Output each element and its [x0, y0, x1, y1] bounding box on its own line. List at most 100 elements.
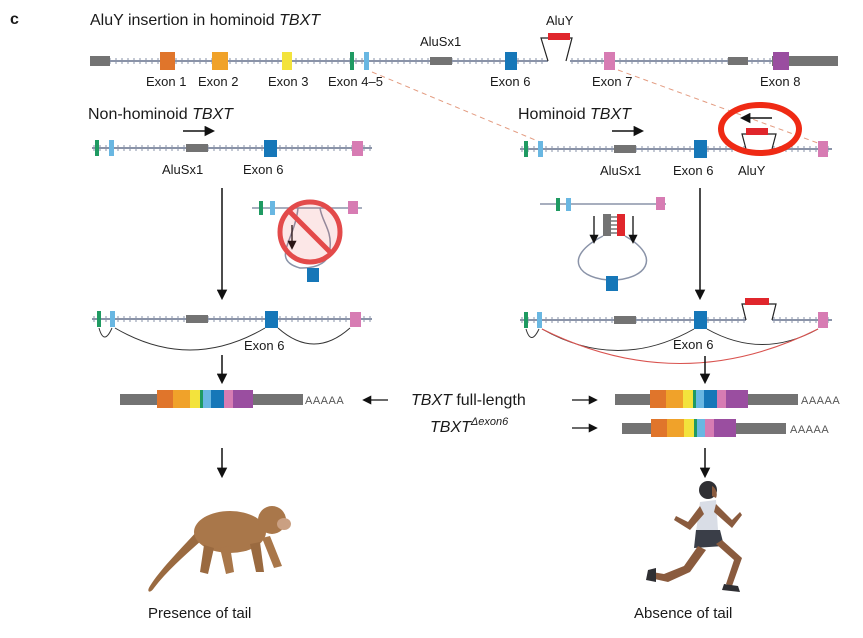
right-delta-exon5: [697, 419, 705, 437]
right-spliced-exon-5: [537, 312, 542, 328]
left-title-prefix: Non-hominoid: [88, 106, 192, 123]
aluy-highlight-circle: [718, 102, 802, 156]
runner-silhouette-icon: [646, 481, 742, 592]
right-hairpin-exon-4: [556, 198, 560, 211]
left-exon-6: [264, 140, 277, 157]
left-mrna-5utr: [120, 394, 160, 405]
runner-front-arm: [714, 504, 742, 528]
right-delta-exon2: [667, 419, 684, 437]
left-gene-model: [92, 140, 372, 157]
monkey-front-leg-2: [262, 536, 282, 568]
monkey-silhouette-icon: [148, 506, 291, 592]
right-hairpin-alusx1: [603, 214, 611, 236]
top-exon-3: [282, 52, 292, 70]
left-spliced-model: [92, 311, 372, 351]
left-splice-junction-45: [98, 327, 113, 338]
right-spliced-model: [520, 298, 832, 365]
left-exon-7: [352, 141, 363, 156]
top-exon-7: [604, 52, 615, 70]
right-splice-junction-45: [525, 328, 540, 338]
right-full-5utr: [615, 394, 651, 405]
left-mrna-exon5: [203, 390, 211, 408]
left-spliced-exon-7: [350, 312, 361, 327]
right-spliced-exon-4: [524, 312, 528, 328]
right-full-polya: AAAAA: [801, 395, 840, 407]
right-alusx1: [614, 145, 636, 153]
top-exon-6: [505, 52, 517, 70]
top-exon-1: [160, 52, 175, 70]
right-full-exon8: [726, 390, 748, 408]
runner-back-shoe: [646, 568, 656, 582]
left-splice-junction-67: [277, 327, 351, 345]
right-full-exon4: [693, 390, 696, 408]
top-label-exon45: Exon 4–5: [328, 74, 383, 89]
right-gene-model: [520, 128, 832, 158]
right-hairpin-diagram: [540, 197, 666, 291]
left-label-alusx1: AluSx1: [162, 162, 203, 177]
left-label-exon6: Exon 6: [243, 162, 283, 177]
left-mrna-exon2: [173, 390, 190, 408]
top-label-exon3: Exon 3: [268, 74, 308, 89]
left-spliced-exon-5: [110, 311, 115, 327]
top-label-alusx1: AluSx1: [420, 34, 461, 49]
runner-face: [712, 486, 717, 498]
top-utr-5prime: [90, 56, 110, 66]
right-full-exon3: [683, 390, 693, 408]
prohibited-icon-slash: [287, 209, 333, 255]
top-exon-5: [364, 52, 369, 70]
left-mrna-exon3: [190, 390, 200, 408]
top-label-exon1: Exon 1: [146, 74, 186, 89]
right-delta-exon3: [684, 419, 694, 437]
right-hairpin-base-pairs: [611, 216, 617, 234]
right-delta-5utr: [622, 423, 652, 434]
right-hairpin-exon-6: [606, 276, 618, 291]
right-spliced-aluy: [745, 298, 769, 305]
right-delta-3utr: [736, 423, 786, 434]
left-mrna-exon4: [200, 390, 203, 408]
right-spliced-aluy-loop: [741, 303, 777, 321]
right-exon-7: [818, 141, 828, 157]
left-hairpin-exon-7: [348, 201, 358, 214]
monkey-tail: [148, 530, 202, 592]
left-hairpin-exon-6: [307, 268, 319, 282]
right-spliced-alusx1: [614, 316, 636, 324]
left-mrna-exon1: [157, 390, 173, 408]
right-hairpin-exon-7: [656, 197, 665, 210]
right-full-exon2: [666, 390, 683, 408]
monkey-face: [277, 518, 291, 530]
left-title-gene: TBXT: [192, 106, 234, 123]
left-title: Non-hominoid TBXT: [88, 106, 234, 123]
top-alu-element: [728, 57, 748, 65]
right-delta-polya: AAAAA: [790, 424, 829, 436]
top-label-exon8: Exon 8: [760, 74, 800, 89]
top-aluy-loop: [540, 37, 573, 62]
right-spliced-exon-7: [818, 312, 828, 328]
left-exon-4: [95, 140, 99, 156]
right-full-exon5: [696, 390, 704, 408]
left-no-hairpin-diagram: [252, 199, 362, 282]
runner-shorts: [694, 530, 724, 548]
right-delta-exon4: [694, 419, 697, 437]
left-mrna-exon8: [233, 390, 253, 408]
runner-back-arm: [674, 506, 704, 530]
top-label-exon2: Exon 2: [198, 74, 238, 89]
main-title-gene: TBXT: [279, 12, 321, 29]
left-hairpin-exon-5: [270, 201, 275, 215]
right-aluy: [746, 128, 768, 135]
right-full-exon7: [717, 390, 726, 408]
left-mrna: [120, 390, 303, 408]
middle-delta-sup: Δexon6: [470, 416, 509, 428]
middle-label-delta-exon6: TBXTΔexon6: [430, 416, 509, 436]
right-delta-exon1: [651, 419, 667, 437]
right-label-alusx1: AluSx1: [600, 163, 641, 178]
right-exon-5: [538, 141, 543, 157]
middle-label-full-length: TBXT full-length: [411, 392, 526, 409]
right-delta-exon8: [714, 419, 736, 437]
monkey-hind-leg-1: [200, 545, 214, 574]
left-mrna-polya: AAAAA: [305, 395, 344, 407]
right-mrna-delta-exon6: [622, 419, 786, 437]
runner-tank-top: [696, 500, 718, 532]
right-hairpin-exon-5: [566, 198, 571, 211]
left-spliced-label-exon6: Exon 6: [244, 338, 284, 353]
left-spliced-exon-6: [265, 311, 278, 328]
